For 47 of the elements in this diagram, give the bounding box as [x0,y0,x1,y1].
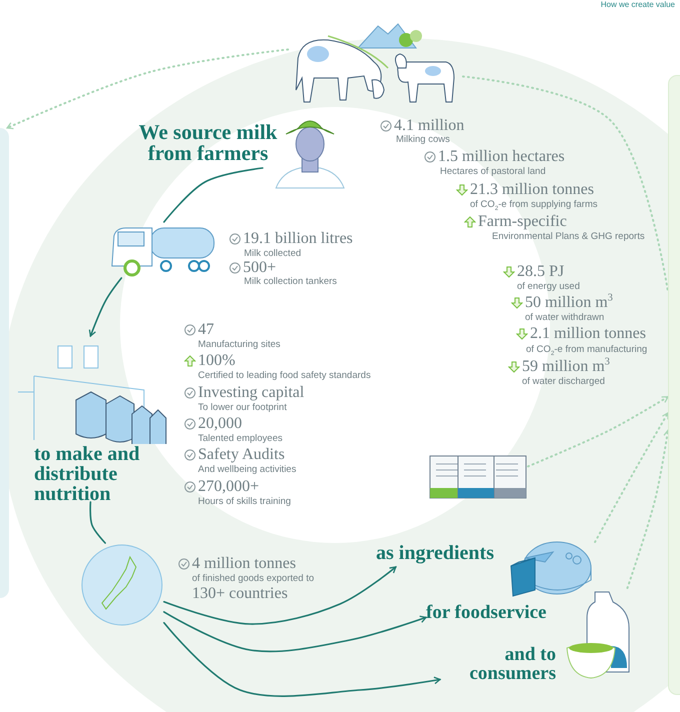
stat-value: 130+ countries [192,586,288,602]
globe-drawing [80,543,164,627]
stat-value: 270,000+ [198,479,260,495]
stat-description: To lower our footprint [198,402,287,413]
stat-value: 21.3 million tonnes [470,182,594,198]
stat-value: 20,000 [198,416,242,432]
stat-value: Safety Audits [198,447,285,463]
stage-heading: for foodservice [426,603,548,622]
stage-heading: We source milk from farmers [138,122,278,164]
stat-value: Investing capital [198,385,304,401]
stat-value: 2.1 million tonnes [530,326,646,342]
stat-value: 500+ [243,260,276,276]
stat-value: 19.1 billion litres [243,231,353,247]
dotted-arrow [6,48,289,130]
stat-value: 59 million m$^{3}$ [522,359,610,375]
page-header: How we create value [600,0,675,9]
stat-description: of CO$_{2}$-e from manufacturing [526,344,648,355]
stat-value: 1.5 million hectares [438,149,565,165]
stat-description: of CO$_{2}$-e from supplying farms [470,199,598,210]
stat-value: 47 [198,322,214,338]
stage-heading: as ingredients [376,543,495,563]
arrow [163,622,441,697]
stat-description: of water withdrawn [525,312,604,323]
stat-description: Certified to leading food safety standards [198,370,371,381]
stat-description: Hours of skills training [198,496,291,507]
arrow [163,611,427,652]
stage-heading: to make and distribute nutrition [34,444,141,504]
stat-description: Milk collection tankers [244,276,337,287]
stat-description: Milking cows [396,134,450,145]
stat-description: Manufacturing sites [198,339,280,350]
stat-description: And wellbeing activities [198,464,296,475]
stat-description: of energy used [517,281,580,292]
stage-heading: and to consumers [468,645,556,683]
stat-value: 50 million m$^{3}$ [525,295,613,311]
stat-value: 4.1 million [394,118,464,134]
stat-value: 100% [198,353,236,369]
stat-description: Talented employees [198,433,282,444]
arrow [163,566,397,625]
stat-description: Hectares of pastoral land [440,166,546,177]
stat-value: 28.5 PJ [517,264,564,280]
dotted-arrow [594,412,669,543]
stat-description: Milk collected [244,248,302,259]
stat-description: of water discharged [522,376,605,387]
dotted-arrow [527,396,669,468]
stat-value: Farm-specific [478,214,567,230]
stat-value: 4 million tonnes [192,556,296,572]
arrow [88,277,122,337]
